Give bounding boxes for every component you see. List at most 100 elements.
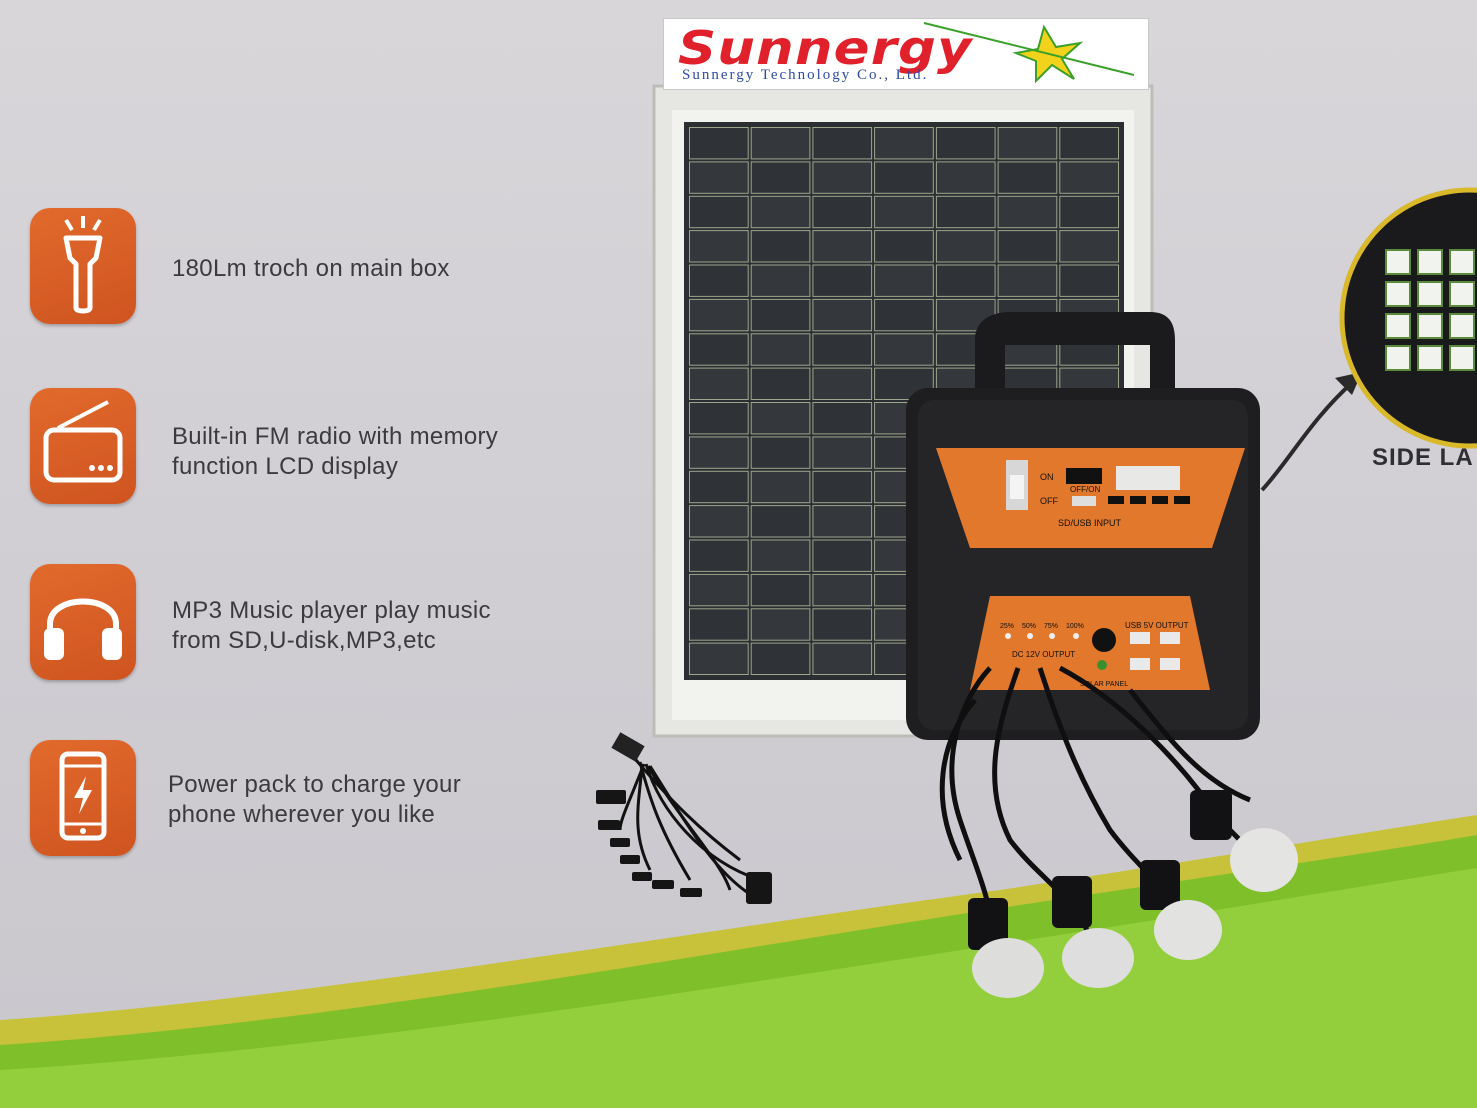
solar-cell — [689, 161, 749, 194]
solar-cell — [750, 333, 811, 366]
solar-cell — [750, 402, 811, 435]
solar-cell — [812, 230, 873, 263]
solar-cell — [874, 127, 934, 160]
feature-torch: 180Lm troch on main box — [30, 208, 590, 326]
on-label: ON — [1040, 472, 1054, 482]
input-label: SD/USB INPUT — [1058, 518, 1122, 528]
off-label: OFF — [1040, 496, 1058, 506]
solar-cell — [812, 298, 873, 332]
side-lamp-led — [1417, 281, 1443, 307]
phone-charge-icon — [30, 740, 136, 856]
side-lamp-led — [1449, 281, 1475, 307]
solar-cell — [1059, 161, 1120, 194]
solar-panel-label: SOLAR PANEL — [1080, 681, 1128, 688]
solar-cell — [689, 298, 749, 332]
usb-output-label: USB 5V OUTPUT — [1125, 621, 1189, 630]
brand-subtitle: Sunnergy Technology Co., Ltd. — [682, 67, 929, 83]
solar-cell — [689, 470, 749, 504]
solar-cell — [750, 195, 811, 229]
solar-cell — [874, 333, 934, 366]
solar-cell — [689, 608, 749, 641]
solar-cell — [812, 608, 873, 641]
solar-cell — [812, 127, 873, 160]
side-lamp-detail — [1339, 187, 1477, 449]
side-lamp-led — [1385, 313, 1411, 339]
solar-cell — [935, 127, 996, 160]
solar-cell — [812, 264, 873, 297]
solar-cell — [935, 161, 996, 194]
solar-cell — [689, 539, 749, 572]
side-lamp-led — [1385, 281, 1411, 307]
feature-radio: Built-in FM radio with memory function L… — [30, 388, 590, 506]
battery-level-label: 25% — [1000, 623, 1014, 630]
radio-icon — [30, 388, 136, 504]
side-lamp-led — [1417, 249, 1443, 275]
side-lamp-led — [1449, 345, 1475, 371]
feature-charge-line-1: Power pack to charge your — [168, 771, 461, 798]
battery-level-label: 75% — [1044, 623, 1058, 630]
side-lamp-led — [1385, 249, 1411, 275]
feature-charge-line-2: phone wherever you like — [168, 801, 436, 828]
usb-connectors — [596, 790, 772, 904]
solar-cell — [812, 333, 873, 366]
solar-cell — [750, 608, 811, 641]
solar-cell — [689, 264, 749, 297]
solar-cell — [997, 127, 1058, 160]
solar-cell — [812, 195, 873, 229]
solar-cell — [812, 367, 873, 401]
solar-cell — [1059, 127, 1120, 160]
solar-cell — [689, 436, 749, 469]
side-lamp-led — [1385, 345, 1411, 371]
solar-cell — [874, 195, 934, 229]
side-lamp-led — [1417, 345, 1443, 371]
feature-music-line-2: from SD,U-disk,MP3,etc — [172, 627, 436, 654]
battery-level-labels: 25% 50% 75% 100% — [1000, 623, 1084, 630]
solar-cell — [689, 367, 749, 401]
solar-cell — [689, 642, 749, 675]
solar-cell — [997, 264, 1058, 297]
battery-level-label: 50% — [1022, 623, 1036, 630]
solar-cell — [997, 161, 1058, 194]
brand-logo: Sunnergy Sunnergy Technology Co., Ltd. — [663, 18, 1149, 90]
main-box — [906, 312, 1260, 740]
solar-cell — [935, 264, 996, 297]
solar-cell — [750, 470, 811, 504]
feature-torch-line-1: 180Lm troch on main box — [172, 255, 450, 282]
solar-cell — [750, 573, 811, 607]
solar-cell — [750, 642, 811, 675]
solar-cell — [750, 298, 811, 332]
feature-music: MP3 Music player play music from SD,U-di… — [30, 564, 590, 682]
solar-cell — [689, 573, 749, 607]
green-stripe-light — [0, 868, 1477, 1108]
side-lamp-led — [1449, 249, 1475, 275]
solar-cell — [812, 402, 873, 435]
solar-cell — [750, 539, 811, 572]
solar-cell — [812, 470, 873, 504]
torch-icon — [30, 208, 136, 324]
feature-music-line-1: MP3 Music player play music — [172, 597, 491, 624]
battery-level-label: 100% — [1066, 623, 1084, 630]
solar-cell — [1059, 230, 1120, 263]
feature-charge: Power pack to charge your phone wherever… — [30, 740, 590, 858]
solar-cell — [812, 505, 873, 538]
solar-cell — [874, 298, 934, 332]
solar-cell — [812, 539, 873, 572]
solar-cell — [689, 402, 749, 435]
solar-cell — [750, 367, 811, 401]
solar-cell — [812, 436, 873, 469]
solar-cell — [1059, 195, 1120, 229]
feature-radio-line-2: function LCD display — [172, 453, 399, 480]
solar-cell — [874, 264, 934, 297]
solar-cell — [750, 230, 811, 263]
solar-cell — [750, 505, 811, 538]
bulbs — [968, 790, 1298, 998]
side-arrow — [1260, 378, 1357, 492]
star-icon — [923, 22, 1135, 84]
dc-output-label: DC 12V OUTPUT — [1012, 650, 1075, 659]
solar-cell — [812, 573, 873, 607]
solar-cell — [689, 127, 749, 160]
solar-cell — [750, 436, 811, 469]
solar-cell — [935, 195, 996, 229]
solar-cell — [750, 161, 811, 194]
brand-name: Sunnergy — [678, 21, 973, 75]
